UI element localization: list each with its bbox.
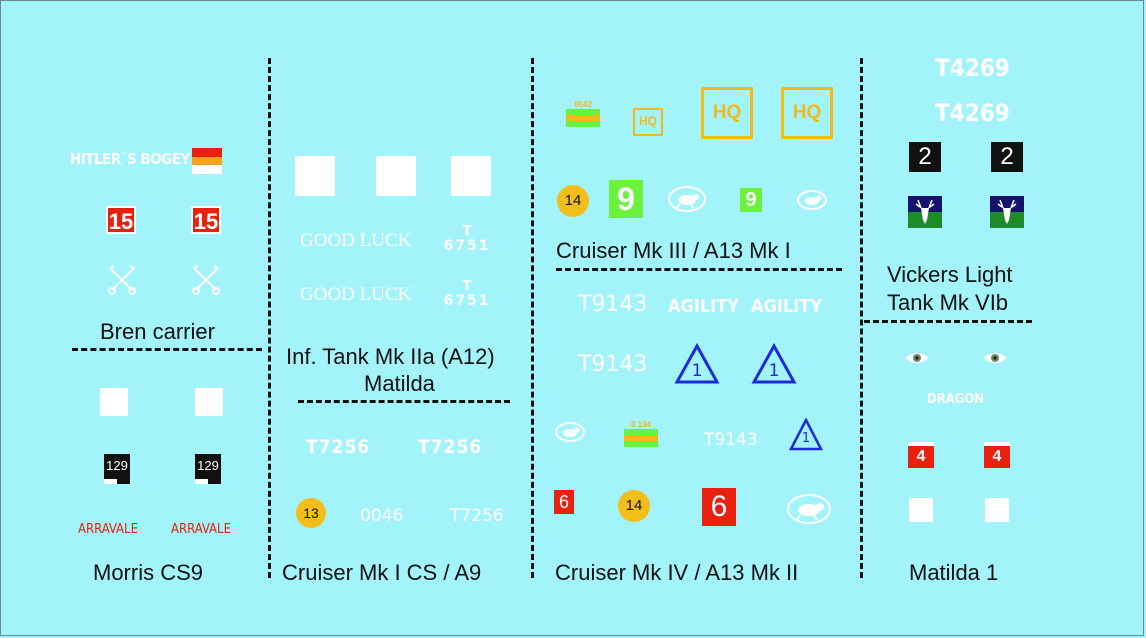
- decal-t9143-a: T9143: [578, 292, 648, 317]
- decal-13-circle: 13: [296, 498, 326, 528]
- decal-white-square-large: [451, 156, 491, 196]
- jerboa-oval-icon: [787, 494, 831, 524]
- triangle-icon: 1: [674, 343, 720, 385]
- decal-white-square-large: [295, 156, 335, 196]
- decal-4-b: 4: [984, 442, 1010, 468]
- decal-2-b: 2: [991, 142, 1023, 172]
- decal-agility-b: AGILITY: [751, 296, 822, 317]
- eye-icon: [905, 353, 929, 363]
- decal-agility-a: AGILITY: [668, 296, 739, 317]
- label-a13: Cruiser Mk III / A13 Mk I: [556, 238, 791, 263]
- decal-2-a: 2: [909, 142, 941, 172]
- decal-9-small: 9: [740, 188, 762, 212]
- label-a13mk2: Cruiser Mk IV / A13 Mk II: [555, 560, 799, 585]
- decal-white-square-large: [376, 156, 416, 196]
- decal-t7256-thin: T7256: [450, 506, 504, 526]
- label-matilda2-line1: Inf. Tank Mk IIa (A12): [286, 344, 495, 369]
- jerboa-oval-icon: [555, 422, 585, 442]
- stag-head-icon: [908, 196, 942, 228]
- decal-0042-stripes: 0042: [566, 100, 600, 127]
- decal-t7256-b: T7256: [418, 436, 483, 458]
- decal-t9143-b: T9143: [578, 352, 648, 377]
- label-morris: Morris CS9: [93, 560, 204, 585]
- decal-arravale-b: ARRAVALE: [171, 522, 231, 537]
- decal-14-circle-a: 14: [557, 185, 589, 217]
- divider-1: [268, 58, 271, 578]
- decal-t7256-a: T7256: [306, 436, 371, 458]
- decal-129-b: 129: [195, 454, 221, 484]
- divider-3: [860, 58, 863, 578]
- crossed-keys-icon: [108, 265, 136, 295]
- divider-matilda: [298, 400, 510, 403]
- decal-white-square: [909, 498, 933, 522]
- label-vickers-line2: Tank Mk VIb: [887, 290, 1009, 315]
- decal-white-square: [985, 498, 1009, 522]
- label-matilda1: Matilda 1: [909, 560, 999, 585]
- eye-icon: [983, 353, 1007, 363]
- triangle-icon: 1: [751, 343, 797, 385]
- divider-vickers: [864, 320, 1032, 323]
- decal-t9143-small: T9143: [704, 430, 758, 450]
- decal-hq-b: HQ: [781, 87, 833, 139]
- jerboa-oval-icon: [668, 186, 706, 212]
- decal-15-b: 15: [191, 206, 221, 234]
- label-vickers-line1: Vickers Light: [887, 262, 1013, 287]
- stag-head-icon: [990, 196, 1024, 228]
- decal-dragon: DRAGON: [927, 392, 985, 407]
- decal-hitlers-bogey: HITLER`S BOGEY: [70, 150, 190, 168]
- decal-0046: 0046: [360, 506, 404, 526]
- divider-a13: [556, 268, 842, 271]
- decal-129-a: 129: [104, 454, 130, 484]
- decal-good-luck-a: GOOD LUCK: [300, 230, 412, 251]
- decal-hq-small: HQ: [633, 108, 663, 136]
- decal-6-large: 6: [702, 488, 736, 526]
- decal-14-circle-b: 14: [618, 490, 650, 522]
- decal-4-a: 4: [908, 442, 934, 468]
- decal-arravale-a: ARRAVALE: [78, 522, 138, 537]
- decal-white-square: [195, 388, 223, 416]
- decal-9-large: 9: [609, 180, 643, 218]
- decal-tricolour-flag: [192, 148, 222, 174]
- decal-0134-stripes: 0 134: [624, 420, 658, 447]
- decal-15-a: 15: [106, 206, 136, 234]
- decal-t6751-a: T 6751: [443, 224, 491, 254]
- decal-6-small: 6: [554, 490, 574, 514]
- divider-bren: [72, 348, 262, 351]
- label-matilda2-line2: Matilda: [364, 371, 435, 396]
- decal-white-square: [100, 388, 128, 416]
- label-a9: Cruiser Mk I CS / A9: [282, 560, 482, 585]
- decal-t4269-b: T4269: [935, 99, 1010, 127]
- decal-t6751-b: T 6751: [443, 279, 491, 309]
- jerboa-oval-icon: [797, 190, 827, 210]
- decal-t4269-a: T4269: [935, 54, 1010, 82]
- decal-good-luck-b: GOOD LUCK: [300, 284, 412, 305]
- triangle-icon: 1: [789, 418, 823, 452]
- decal-hq-a: HQ: [701, 87, 753, 139]
- label-bren-carrier: Bren carrier: [100, 319, 215, 344]
- crossed-keys-icon: [192, 265, 220, 295]
- divider-2: [531, 58, 534, 578]
